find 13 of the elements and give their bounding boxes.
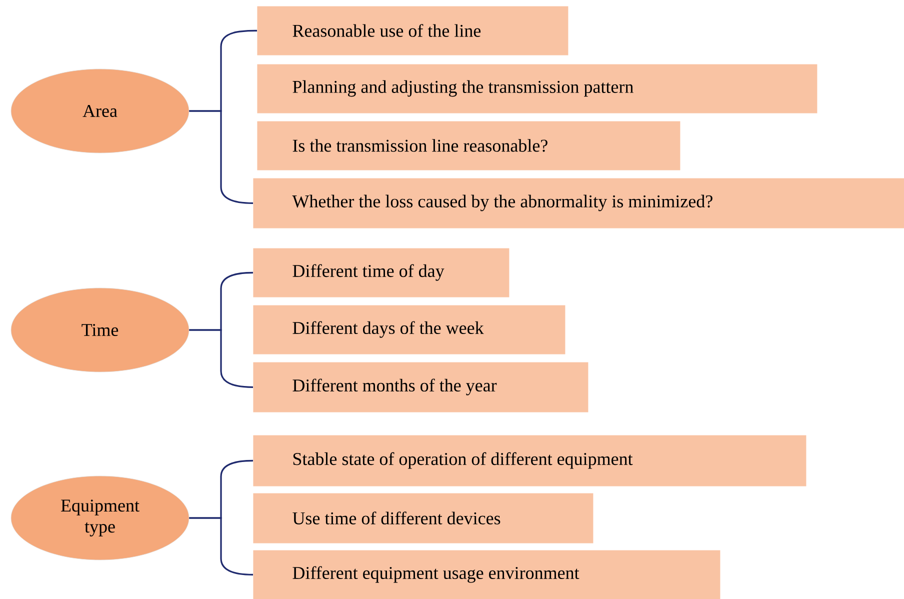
bracket-line: [189, 329, 254, 388]
item-box: Different months of the year: [253, 362, 588, 412]
item-box: Stable state of operation of different equipment: [253, 435, 806, 486]
item-box: Different days of the week: [253, 305, 566, 354]
item-box: Whether the loss caused by the abnormality is minimized?: [253, 178, 904, 228]
item-box: Use time of different devices: [253, 493, 594, 544]
bracket-line: [189, 517, 254, 576]
item-box: Is the transmission line reasonable?: [257, 121, 680, 170]
item-box: Planning and adjusting the transmission pattern: [257, 64, 818, 114]
item-box: Reasonable use of the line: [257, 6, 568, 56]
item-box: Different time of day: [253, 248, 510, 298]
bracket-line: [189, 110, 254, 204]
item-box: Different equipment usage environment: [253, 550, 720, 599]
